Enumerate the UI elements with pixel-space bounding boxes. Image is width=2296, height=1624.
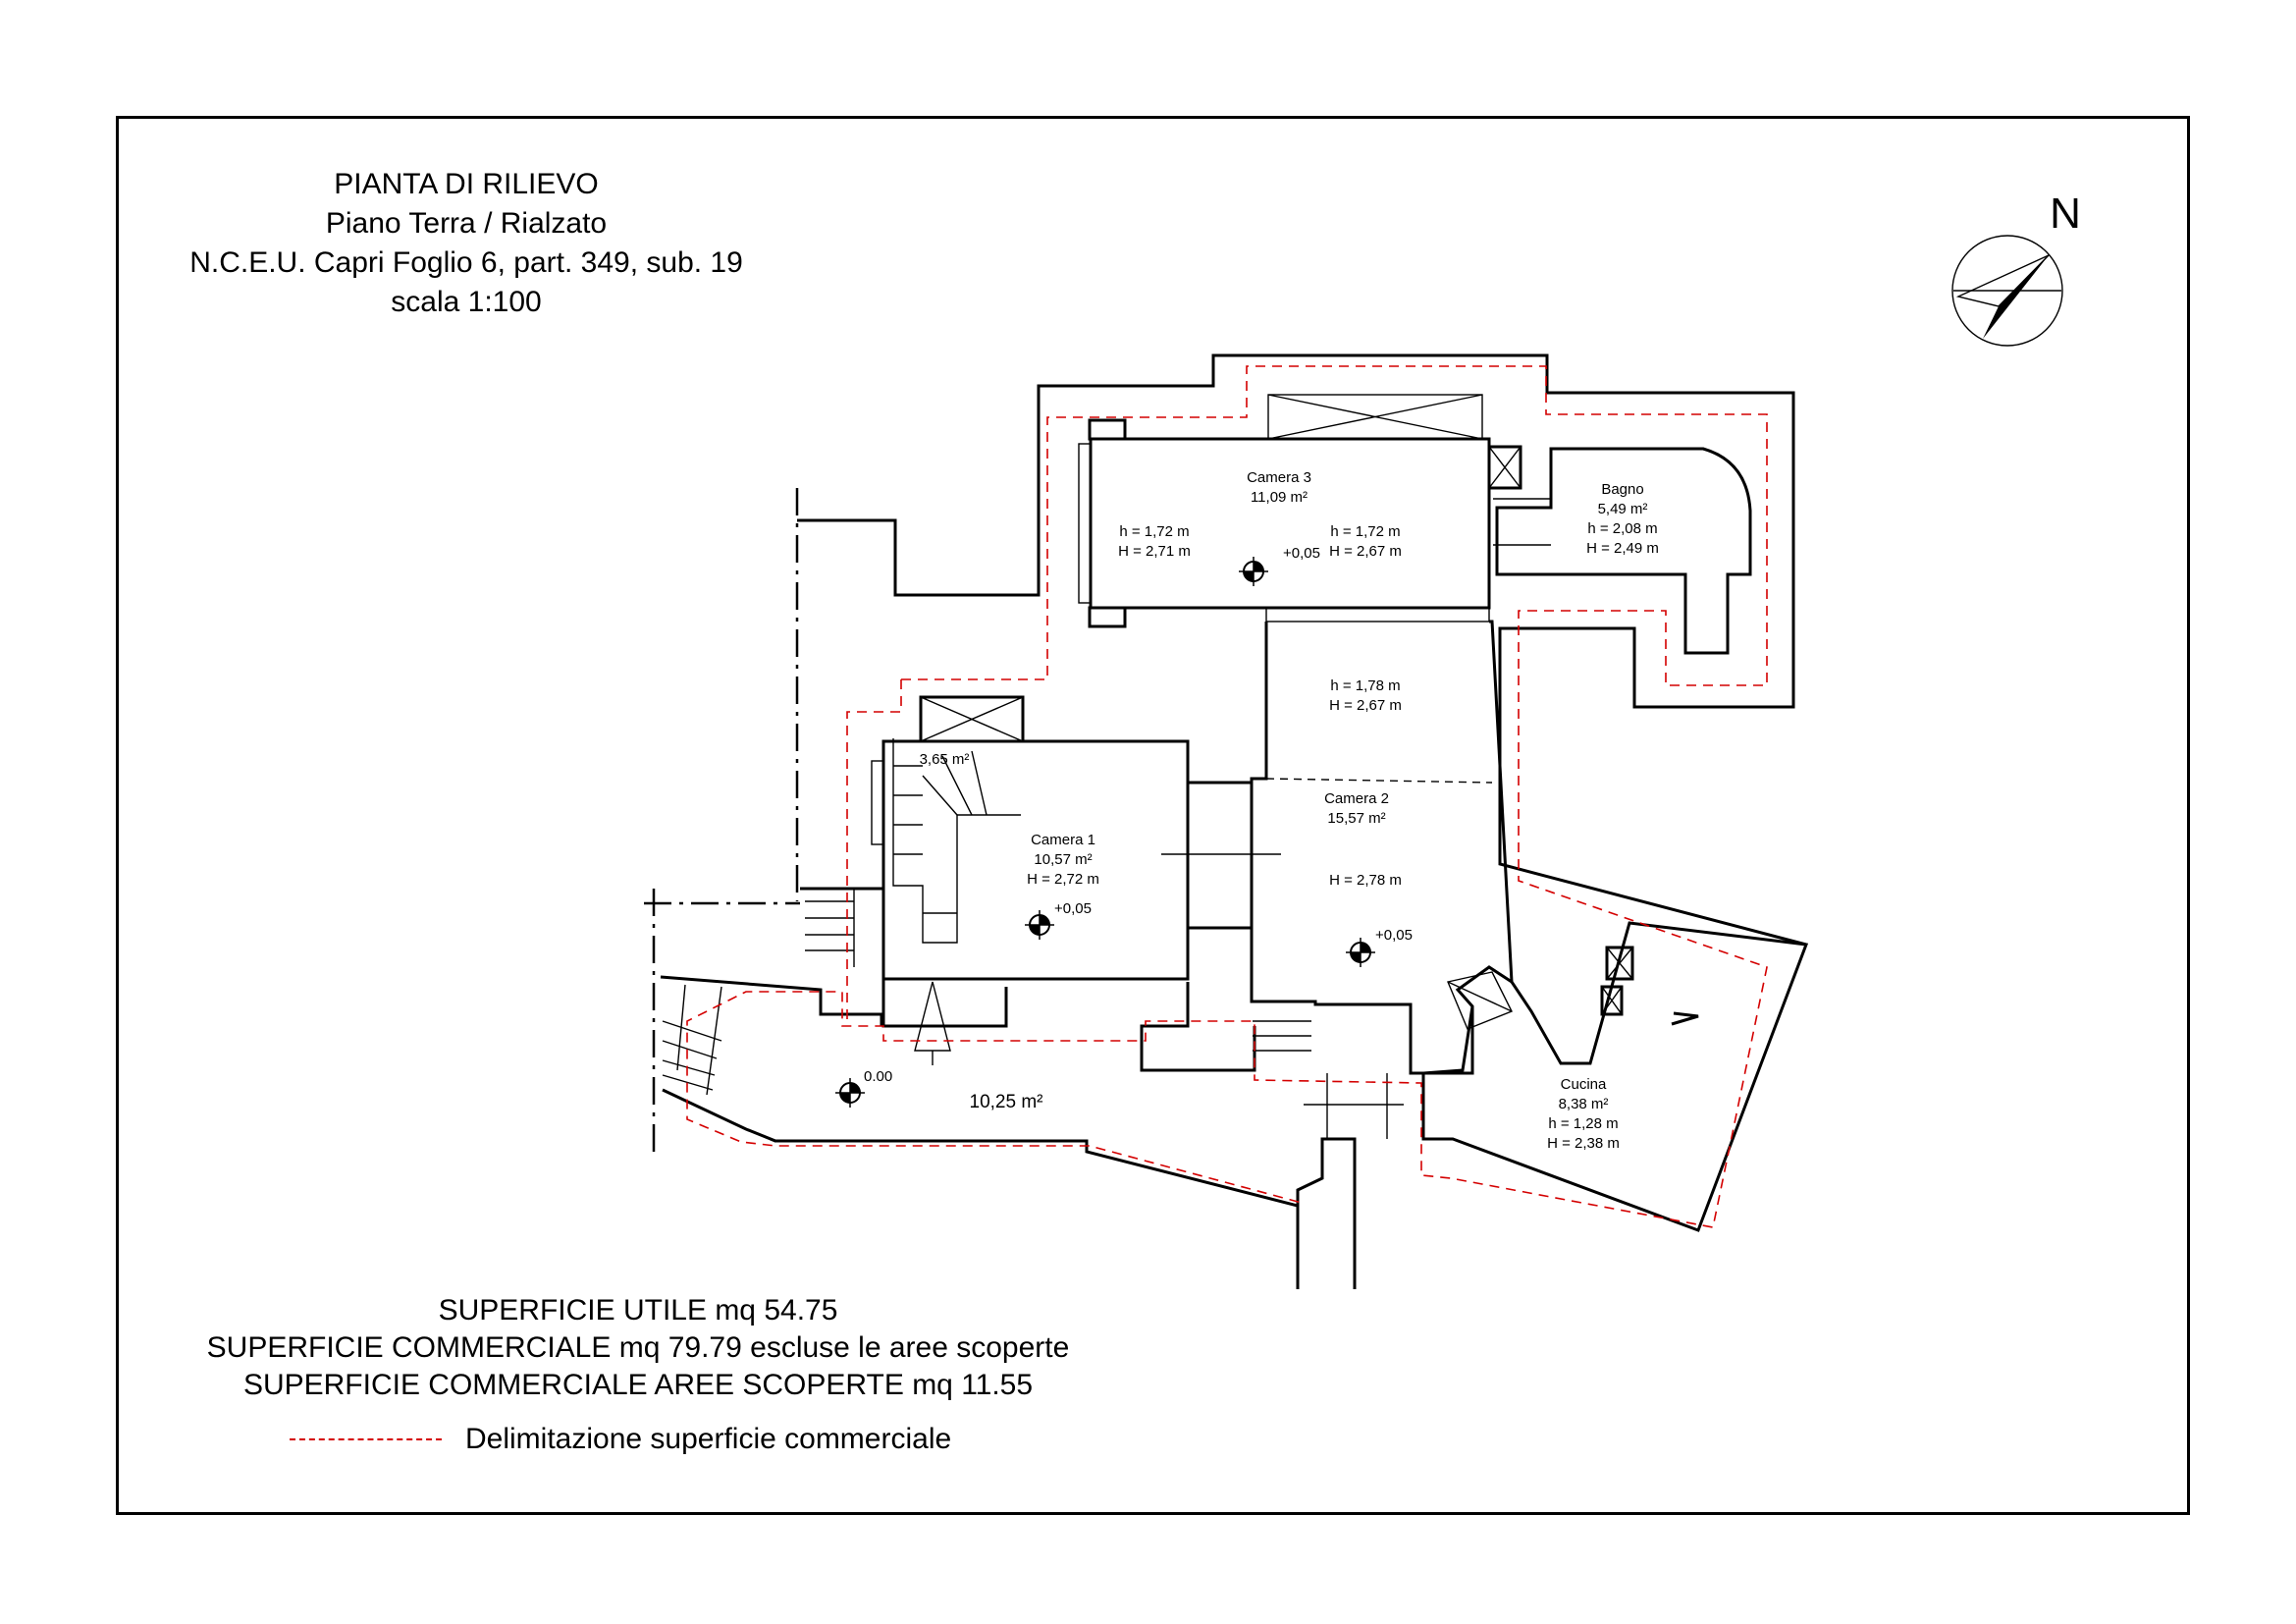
drawing-scale: scala 1:100 bbox=[391, 286, 542, 318]
legend-label: Delimitazione superficie commerciale bbox=[465, 1423, 952, 1455]
room-camera3: Camera 3 11,09 m² h = 1,72 m H = 2,71 m … bbox=[1118, 469, 1402, 562]
cucina-area: 8,38 m² bbox=[1559, 1096, 1609, 1112]
bagno-H: H = 2,49 m bbox=[1586, 540, 1659, 557]
title-block: PIANTA DI RILIEVO Piano Terra / Rialzato… bbox=[147, 165, 785, 322]
camera2-name: Camera 2 bbox=[1324, 790, 1389, 807]
camera1-H: H = 2,72 m bbox=[1027, 871, 1099, 888]
commercial-boundary bbox=[686, 365, 1768, 1228]
camera3-level: +0,05 bbox=[1283, 545, 1320, 562]
superficie-utile: SUPERFICIE UTILE mq 54.75 bbox=[438, 1294, 838, 1326]
walls bbox=[660, 353, 1809, 1289]
camera1-area: 10,57 m² bbox=[1034, 851, 1092, 868]
surface-summary: SUPERFICIE UTILE mq 54.75 SUPERFICIE COM… bbox=[147, 1292, 1129, 1404]
camera3-name: Camera 3 bbox=[1247, 469, 1311, 486]
north-label: N bbox=[2050, 189, 2081, 238]
room-stair: 3,65 m² bbox=[920, 751, 970, 768]
north-arrow-icon bbox=[1951, 235, 2063, 347]
cucina-h: h = 1,28 m bbox=[1548, 1115, 1618, 1132]
terrace-level: 0.00 bbox=[864, 1068, 892, 1085]
room-terrace: 10,25 m² 0.00 bbox=[864, 1068, 1042, 1112]
camera2-level: +0,05 bbox=[1375, 927, 1413, 944]
camera3-right-h: h = 1,72 m bbox=[1330, 523, 1400, 540]
room-bagno: Bagno 5,49 m² h = 2,08 m H = 2,49 m bbox=[1586, 481, 1659, 557]
camera3-left-H: H = 2,71 m bbox=[1118, 543, 1191, 560]
camera2-top-H: H = 2,67 m bbox=[1329, 697, 1402, 714]
level-marker-icon bbox=[1346, 938, 1375, 967]
bagno-h: h = 2,08 m bbox=[1587, 520, 1657, 537]
terrace-steps bbox=[662, 984, 722, 1096]
camera1-name: Camera 1 bbox=[1031, 832, 1095, 848]
camera2-area: 15,57 m² bbox=[1327, 810, 1385, 827]
camera2-H: H = 2,78 m bbox=[1329, 872, 1402, 889]
level-marker-icon bbox=[1025, 910, 1054, 940]
drawing-title: PIANTA DI RILIEVO bbox=[334, 168, 599, 200]
room-camera2: h = 1,78 m H = 2,67 m Camera 2 15,57 m² … bbox=[1324, 677, 1413, 944]
lower-stairs bbox=[805, 889, 855, 967]
legend-dashed-line bbox=[290, 1438, 442, 1440]
camera2-top-h: h = 1,78 m bbox=[1330, 677, 1400, 694]
cadastral-reference: N.C.E.U. Capri Foglio 6, part. 349, sub.… bbox=[189, 246, 743, 279]
cucina-H: H = 2,38 m bbox=[1547, 1135, 1620, 1152]
level-marker-icon bbox=[835, 1078, 865, 1108]
bagno-name: Bagno bbox=[1601, 481, 1643, 498]
room-cucina: Cucina 8,38 m² h = 1,28 m H = 2,38 m bbox=[1547, 1076, 1620, 1152]
legend: Delimitazione superficie commerciale bbox=[290, 1420, 951, 1459]
camera3-right-H: H = 2,67 m bbox=[1329, 543, 1402, 560]
camera3-left-h: h = 1,72 m bbox=[1119, 523, 1189, 540]
bagno-area: 5,49 m² bbox=[1598, 501, 1648, 517]
terrace-area: 10,25 m² bbox=[970, 1092, 1043, 1112]
level-marker-icon bbox=[1239, 557, 1268, 586]
cucina-name: Cucina bbox=[1561, 1076, 1607, 1093]
superficie-aree-scoperte: SUPERFICIE COMMERCIALE AREE SCOPERTE mq … bbox=[242, 1369, 1034, 1401]
drawing-frame bbox=[116, 116, 2190, 1515]
property-axis bbox=[644, 488, 800, 1159]
camera3-area: 11,09 m² bbox=[1251, 489, 1308, 506]
camera1-level: +0,05 bbox=[1054, 900, 1092, 917]
room-camera1: Camera 1 10,57 m² H = 2,72 m +0,05 bbox=[1027, 832, 1099, 917]
stair-treads bbox=[871, 750, 988, 914]
stair-area: 3,65 m² bbox=[920, 751, 970, 768]
drawing-floor: Piano Terra / Rialzato bbox=[325, 207, 608, 240]
superficie-commerciale: SUPERFICIE COMMERCIALE mq 79.79 escluse … bbox=[206, 1331, 1070, 1364]
